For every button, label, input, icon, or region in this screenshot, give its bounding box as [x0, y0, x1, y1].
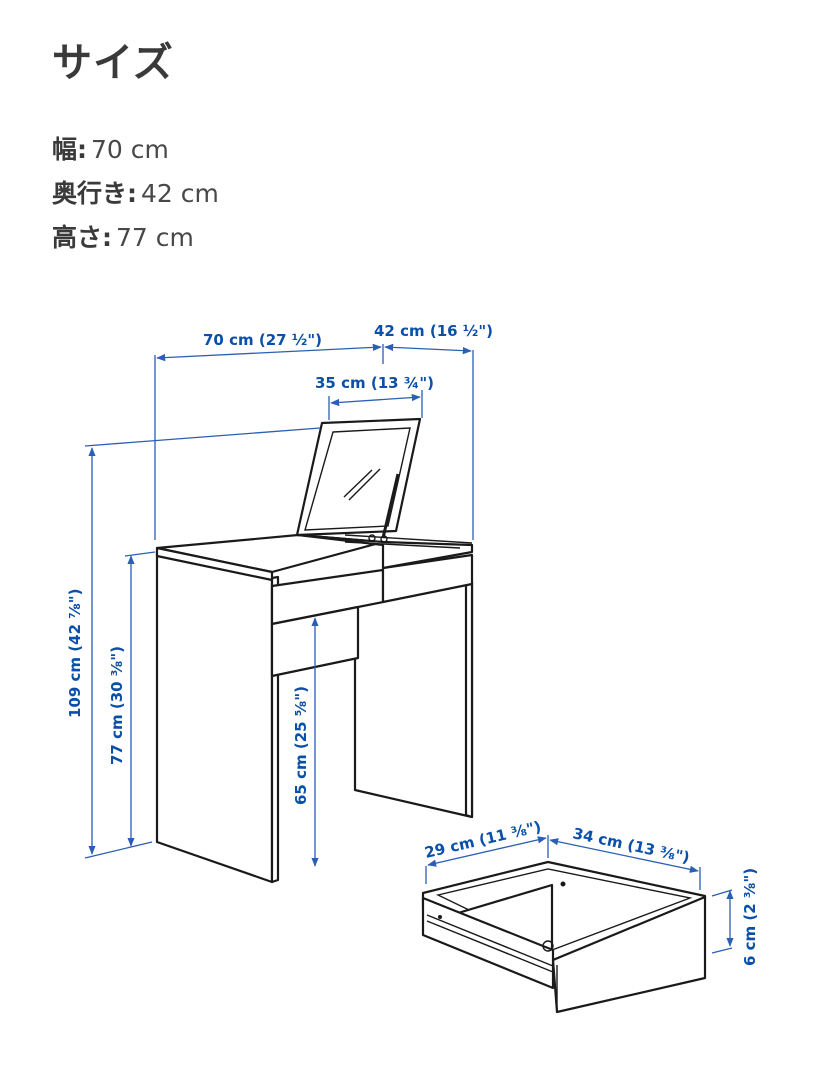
dimension-annotations: 70 cm (27 ½") 42 cm (16 ½") 35 cm (13 ¾"…: [66, 322, 759, 966]
dim-depth-label: 42 cm (16 ½"): [374, 322, 493, 340]
page-title: サイズ: [52, 40, 174, 86]
spec-height-label: 高さ:: [52, 223, 112, 252]
spec-depth: 奥行き:42 cm: [52, 172, 219, 216]
spec-width-value: 70 cm: [91, 135, 169, 164]
spec-width-label: 幅:: [52, 135, 87, 164]
dim-mirror-width-label: 35 cm (13 ¾"): [315, 374, 434, 392]
spec-depth-value: 42 cm: [141, 179, 219, 208]
dim-clearance-label: 65 cm (25 ⅝"): [292, 686, 310, 805]
dim-drawer-width-label: 29 cm (11 ⅜"): [423, 818, 543, 862]
spec-height-value: 77 cm: [116, 223, 194, 252]
spec-depth-label: 奥行き:: [52, 179, 137, 208]
dim-drawer-height-label: 6 cm (2 ⅜"): [741, 868, 759, 966]
dimension-diagram: 70 cm (27 ½") 42 cm (16 ½") 35 cm (13 ¾"…: [66, 322, 759, 1014]
spec-width: 幅:70 cm: [52, 128, 219, 172]
dim-total-height-label: 109 cm (42 ⅞"): [66, 589, 84, 718]
dim-width-label: 70 cm (27 ½"): [203, 331, 322, 349]
dressing-table-illustration: [155, 417, 474, 884]
drawer-illustration: [421, 860, 707, 1014]
size-specs: 幅:70 cm 奥行き:42 cm 高さ:77 cm: [52, 128, 219, 260]
spec-height: 高さ:77 cm: [52, 216, 219, 260]
dim-drawer-depth-label: 34 cm (13 ⅜"): [571, 824, 691, 866]
dim-table-height-label: 77 cm (30 ⅜"): [108, 646, 126, 765]
